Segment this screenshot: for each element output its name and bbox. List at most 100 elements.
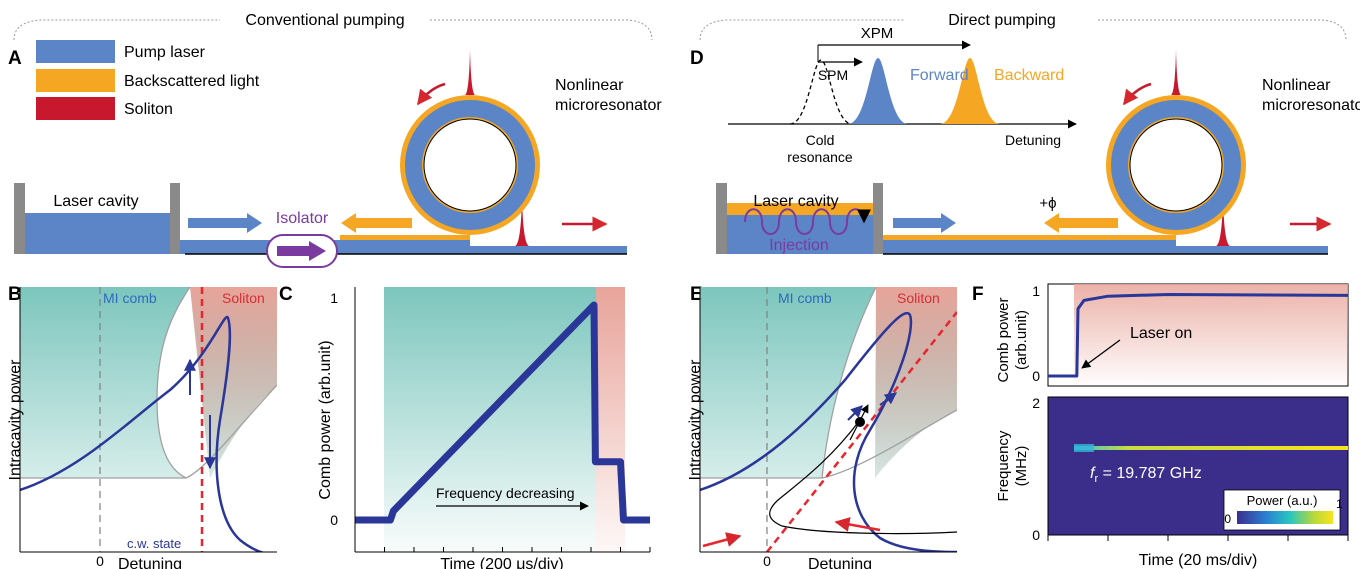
e-x-label: Detuning xyxy=(808,556,872,569)
c-annotation: Frequency decreasing xyxy=(436,485,575,501)
c-y-label: Comb power (arb.unit) xyxy=(317,340,334,499)
c-x-label: Time (200 μs/div) xyxy=(440,556,563,569)
f-trace xyxy=(1048,293,1349,378)
f-top-y-tick-1: 1 xyxy=(1032,283,1040,299)
colorbar xyxy=(1237,511,1333,524)
soliton-label-e: Soliton xyxy=(897,290,940,306)
f-x-label: Time (20 ms/div) xyxy=(1139,552,1258,569)
fr-value: = 19.787 GHz xyxy=(1098,465,1202,482)
panel-c: 1 0 Comb power (arb.unit) Time (200 μs/d… xyxy=(317,287,651,569)
panel-letter-d: D xyxy=(690,48,704,69)
repetition-rate-line xyxy=(1074,446,1348,450)
f-bottom-y-label-1: Frequency xyxy=(995,430,1012,501)
phase-label: +ϕ xyxy=(1039,195,1056,212)
legend: Pump laser Backscattered light Soliton xyxy=(36,40,260,120)
mi-comb-label-e: MI comb xyxy=(778,290,832,306)
backward-arrow-icon xyxy=(341,213,412,233)
panel-letter-b: B xyxy=(8,284,22,305)
legend-swatch-soliton xyxy=(36,97,115,120)
xpm-label: XPM xyxy=(861,25,894,42)
panel-d: XPM SPM Forward Backward Cold resonance … xyxy=(716,25,1360,255)
backward-arrow-icon-d xyxy=(1044,213,1118,233)
e-red-arrow-left xyxy=(702,532,742,548)
panel-f: 1 0 Comb power (arb.unit) Laser on fr = … xyxy=(995,283,1349,569)
operating-point xyxy=(855,417,865,427)
b-x-label: Detuning xyxy=(118,556,182,569)
panel-letter-c: C xyxy=(279,284,293,305)
waveguide-output xyxy=(470,246,627,254)
laser-cavity-label-d: Laser cavity xyxy=(753,193,838,210)
forward-arrow-icon-d xyxy=(893,213,956,233)
f-annotation-arrow xyxy=(1081,339,1121,369)
circulation-arrow-icon xyxy=(417,82,446,106)
colorbar-title: Power (a.u.) xyxy=(1247,493,1318,508)
cw-state-label: c.w. state xyxy=(127,536,181,551)
detuning-inset-label: Detuning xyxy=(1005,132,1061,148)
bistability-curve-e xyxy=(700,311,957,552)
f-soliton-region xyxy=(1074,284,1348,386)
header-right-title: Direct pumping xyxy=(948,12,1056,29)
waveguide-output-d xyxy=(1176,246,1328,254)
waveguide-pump-d xyxy=(883,240,1176,254)
e-red-arrow-right xyxy=(834,517,881,532)
forward-resonance xyxy=(848,58,908,124)
c-mi-region xyxy=(384,287,596,552)
cold-label-1: Cold xyxy=(806,132,835,148)
colorbar-min: 0 xyxy=(1224,512,1231,526)
svg-text:fr = 19.787 GHz: fr = 19.787 GHz xyxy=(1090,465,1202,485)
forward-label: Forward xyxy=(910,67,969,84)
laser-cavity-label: Laser cavity xyxy=(53,193,138,210)
cold-resonance-curve xyxy=(789,59,853,125)
pump-detuning-line-e xyxy=(766,311,957,552)
f-bottom-y-label-2: (MHz) xyxy=(1013,446,1030,487)
forward-arrow-icon xyxy=(188,213,262,233)
b-y-label: Intracavity power xyxy=(7,359,24,481)
header-left-title: Conventional pumping xyxy=(245,12,404,29)
intracavity-soliton-pulse xyxy=(465,50,475,95)
legend-swatch-pump xyxy=(36,40,115,63)
output-soliton-pulse-d xyxy=(1216,196,1230,246)
f-bottom-y-tick-0: 0 xyxy=(1032,527,1040,543)
header-right: Direct pumping xyxy=(699,12,1347,41)
output-soliton-pulse xyxy=(515,196,529,246)
f-top-y-tick-0: 0 xyxy=(1032,368,1040,384)
legend-label-soliton: Soliton xyxy=(124,101,173,118)
resonator-label-d-1: Nonlinear xyxy=(1262,77,1331,94)
isolator-label: Isolator xyxy=(276,210,329,227)
colorbar-max: 1 xyxy=(1336,497,1343,511)
mirror-left-d xyxy=(716,183,727,254)
trajectory-curve xyxy=(769,419,957,535)
panel-letter-f: F xyxy=(972,284,984,305)
isolator-arrow-icon xyxy=(277,241,326,261)
circulation-arrow-icon-d xyxy=(1123,82,1152,106)
backward-resonance xyxy=(940,58,1000,124)
fr-symbol: f xyxy=(1090,465,1096,482)
c-series-line xyxy=(355,301,650,524)
waveguide-backscatter xyxy=(340,235,470,240)
panel-b: MI comb Soliton c.w. state 0 Detuning In… xyxy=(7,287,277,569)
injected-backscatter xyxy=(727,203,873,215)
e-y-label: Intracavity power xyxy=(687,359,704,481)
header-left: Conventional pumping xyxy=(13,12,653,41)
f-bottom-y-tick-2: 2 xyxy=(1032,395,1040,411)
c-y-tick-1: 1 xyxy=(330,290,338,306)
panel-letter-a: A xyxy=(8,48,22,69)
c-y-tick-0: 0 xyxy=(330,512,338,528)
bistability-curve xyxy=(20,315,265,552)
legend-label-pump: Pump laser xyxy=(124,44,206,61)
mi-comb-label-b: MI comb xyxy=(103,290,157,306)
f-annotation: Laser on xyxy=(1130,325,1192,342)
laser-gain-medium xyxy=(25,213,170,254)
c-trace xyxy=(355,301,650,524)
spm-label: SPM xyxy=(818,67,848,83)
legend-swatch-backscatter xyxy=(36,69,115,92)
laser-gain-medium-d xyxy=(727,215,873,254)
f-series-line xyxy=(1048,293,1349,378)
soliton-label-b: Soliton xyxy=(222,290,265,306)
mirror-left xyxy=(14,183,25,254)
f-top-y-label-2: (arb.unit) xyxy=(1013,310,1030,370)
waveguide-backscatter-d xyxy=(883,235,1176,240)
mirror-right xyxy=(170,183,180,254)
resonator-label-1: Nonlinear xyxy=(555,77,624,94)
